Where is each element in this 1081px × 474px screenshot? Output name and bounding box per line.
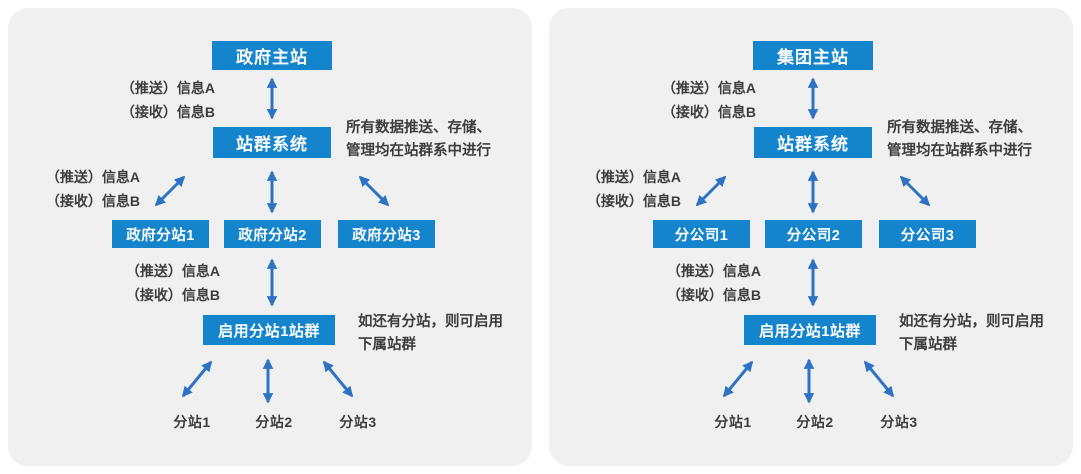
enable-note-line2: 下属站群 xyxy=(899,337,957,353)
enable-note: 如还有分站，则可启用 下属站群 xyxy=(899,311,1044,357)
enable-note: 如还有分站，则可启用 下属站群 xyxy=(358,311,503,357)
receive-info-line: （接收）信息B xyxy=(661,104,756,120)
main-site-box: 政府主站 xyxy=(212,41,332,70)
double-arrow-enable-to-leaf1 xyxy=(722,360,754,398)
enable-note-line2: 下属站群 xyxy=(358,337,416,353)
leaf-site-label-1: 分站1 xyxy=(173,414,211,430)
sub-site-box-3: 政府分站3 xyxy=(338,220,435,248)
push-info-line: （推送）信息A xyxy=(125,263,220,279)
receive-info-line: （接收）信息B xyxy=(666,287,761,303)
cluster-system-box: 站群系统 xyxy=(213,127,331,158)
enable-note-line1: 如还有分站，则可启用 xyxy=(899,314,1044,330)
push-info-line: （推送）信息A xyxy=(661,80,756,96)
cluster-note-line1: 所有数据推送、存储、 xyxy=(887,120,1032,136)
receive-info-line: （接收）信息B xyxy=(586,193,681,209)
cluster-note-line1: 所有数据推送、存储、 xyxy=(346,120,491,136)
leaf-site-label-3: 分站3 xyxy=(339,414,377,430)
push-receive-label-top: （推送）信息A （接收）信息B xyxy=(606,76,756,124)
cluster-system-box: 站群系统 xyxy=(754,127,872,158)
double-arrow-enable-to-leaf3 xyxy=(863,360,895,398)
push-receive-label-middle: （推送）信息A （接收）信息B xyxy=(559,165,681,213)
push-info-line: （推送）信息A xyxy=(586,169,681,185)
push-receive-label-bottom: （推送）信息A （接收）信息B xyxy=(88,259,220,307)
sub-site-box-2: 政府分站2 xyxy=(224,220,321,248)
push-info-line: （推送）信息A xyxy=(666,263,761,279)
double-arrow-cluster-to-sub1 xyxy=(154,175,186,207)
double-arrow-enable-to-leaf1 xyxy=(181,360,213,398)
sub-site-box-1: 政府分站1 xyxy=(112,220,209,248)
leaf-site-label-3: 分站3 xyxy=(880,414,918,430)
panel-group-cluster: 集团主站 （推送）信息A （接收）信息B 站群系统 所有数据推送、存储、 管理均… xyxy=(549,8,1073,466)
panel-government-cluster: 政府主站 （推送）信息A （接收）信息B 站群系统 所有数据推送、存储、 管理均… xyxy=(8,8,532,466)
cluster-note: 所有数据推送、存储、 管理均在站群系中进行 xyxy=(346,117,491,163)
leaf-site-label-1: 分站1 xyxy=(714,414,752,430)
enable-subsite-cluster-box: 启用分站1站群 xyxy=(203,315,335,345)
double-arrow-enable-to-leaf3 xyxy=(322,360,354,398)
push-receive-label-bottom: （推送）信息A （接收）信息B xyxy=(629,259,761,307)
main-site-box: 集团主站 xyxy=(753,41,873,70)
receive-info-line: （接收）信息B xyxy=(125,287,220,303)
double-arrow-cluster-to-sub1 xyxy=(695,175,727,207)
cluster-note-line2: 管理均在站群系中进行 xyxy=(346,143,491,159)
double-arrow-cluster-to-sub3 xyxy=(358,175,390,207)
branch-company-box-3: 分公司3 xyxy=(879,220,976,248)
enable-note-line1: 如还有分站，则可启用 xyxy=(358,314,503,330)
branch-company-box-2: 分公司2 xyxy=(765,220,862,248)
push-receive-label-middle: （推送）信息A （接收）信息B xyxy=(18,165,140,213)
double-arrow-cluster-to-sub3 xyxy=(899,175,931,207)
push-info-line: （推送）信息A xyxy=(120,80,215,96)
receive-info-line: （接收）信息B xyxy=(120,104,215,120)
cluster-note: 所有数据推送、存储、 管理均在站群系中进行 xyxy=(887,117,1032,163)
cluster-note-line2: 管理均在站群系中进行 xyxy=(887,143,1032,159)
leaf-site-label-2: 分站2 xyxy=(796,414,834,430)
receive-info-line: （接收）信息B xyxy=(45,193,140,209)
leaf-site-label-2: 分站2 xyxy=(255,414,293,430)
push-receive-label-top: （推送）信息A （接收）信息B xyxy=(65,76,215,124)
enable-subsite-cluster-box: 启用分站1站群 xyxy=(744,315,876,345)
push-info-line: （推送）信息A xyxy=(45,169,140,185)
branch-company-box-1: 分公司1 xyxy=(653,220,750,248)
